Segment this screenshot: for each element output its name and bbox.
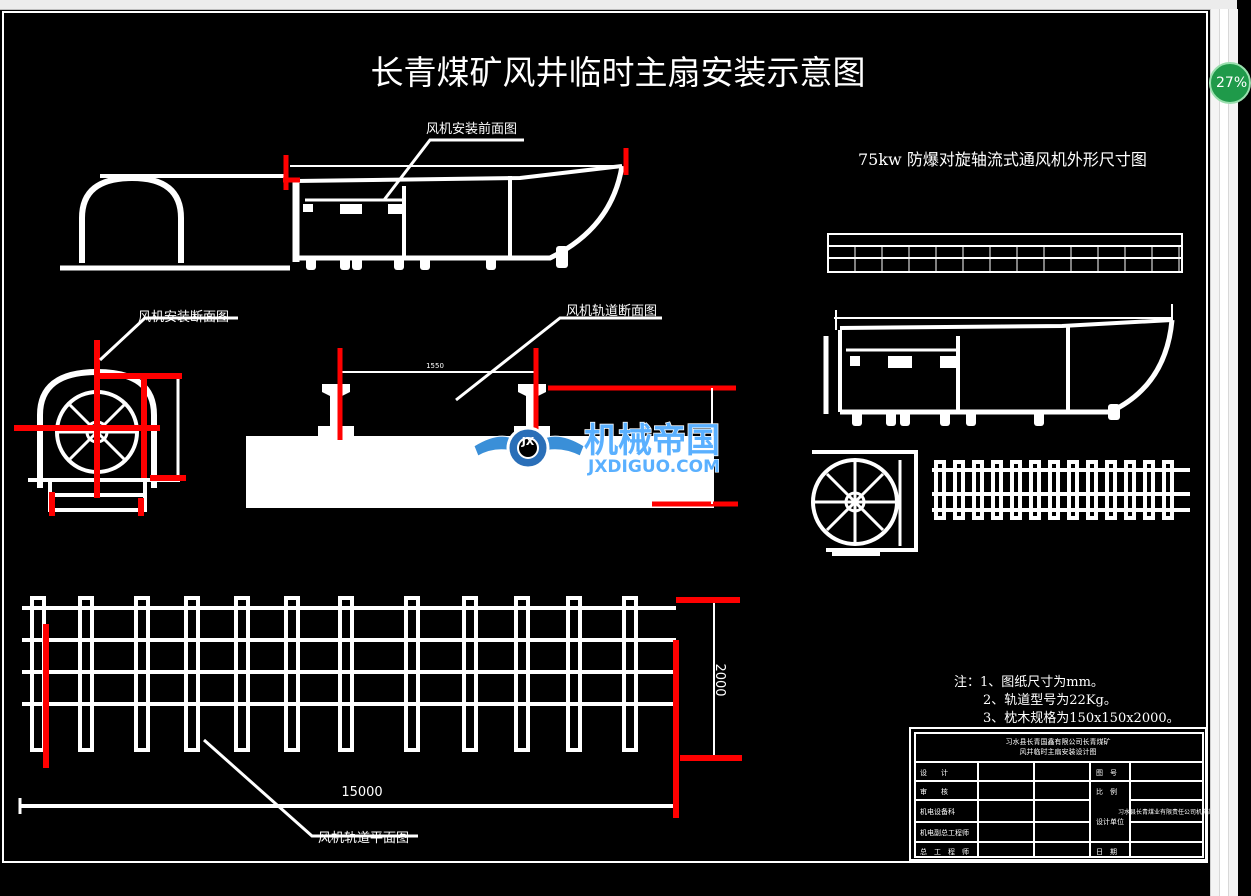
mini-sleeper (1124, 460, 1136, 520)
title-block-company: 习水县长青国鑫有限公司长青煤矿 (1006, 737, 1111, 746)
mini-sleeper (1010, 460, 1022, 520)
track-width-dim: 2000 (712, 663, 727, 696)
note-3: 3、枕木规格为150x150x2000。 (983, 710, 1180, 726)
mini-sleeper (953, 460, 965, 520)
rail-section-drawing: 1550 风机轨道断面图 (246, 304, 738, 508)
track-length-dim: 15000 (341, 785, 382, 800)
rail-section-label: 风机轨道断面图 (566, 304, 657, 319)
tb-drawing-no: 图 号 (1096, 769, 1117, 777)
mini-sleeper (1086, 460, 1098, 520)
tb-row-deputy: 机电副总工程师 (920, 828, 969, 837)
mini-sleeper (934, 460, 946, 520)
watermark-domain: JXDIGUO.COM (587, 457, 720, 477)
mini-sleeper (1162, 460, 1174, 520)
title-block-project: 风井临时主扇安装设计图 (1020, 747, 1097, 756)
fan-dims-label: 75kw 防爆对旋轴流式通风机外形尺寸图 (858, 150, 1147, 169)
zoom-indicator[interactable]: 27% (1209, 62, 1251, 104)
tb-date: 日 期 (1096, 848, 1117, 856)
watermark: JX 机械帝国 JXDIGUO.COM (473, 420, 721, 478)
mini-sleeper (1067, 460, 1079, 520)
section-view-drawing: 风机安装断面图 (14, 310, 238, 516)
mini-sleeper (1029, 460, 1041, 520)
fan-dimension-drawing: 75kw 防爆对旋轴流式通风机外形尺寸图 (811, 150, 1190, 556)
notes-block: 注：1、图纸尺寸为mm。 2、轨道型号为22Kg。 3、枕木规格为150x150… (954, 675, 1180, 726)
note-2: 2、轨道型号为22Kg。 (983, 693, 1117, 708)
mini-sleeper (1143, 460, 1155, 520)
tb-row-dept: 机电设备科 (920, 807, 955, 816)
bottom-bar (0, 866, 1210, 896)
tb-row-chief: 总 工 程 师 (920, 847, 969, 856)
note-1: 注：1、图纸尺寸为mm。 (954, 675, 1104, 690)
front-view-label: 风机安装前面图 (426, 121, 517, 137)
rail-gauge-dim: 1550 (426, 362, 444, 370)
title-block: 习水县长青国鑫有限公司长青煤矿 风井临时主扇安装设计图 设 计 审 核 机电设备… (909, 727, 1214, 861)
section-view-label: 风机安装断面图 (138, 310, 229, 325)
tb-row-review: 审 核 (920, 787, 948, 796)
vertical-scrollbar[interactable] (1219, 9, 1229, 896)
mini-sleeper (1105, 460, 1117, 520)
drawing-frame (2, 11, 1208, 863)
right-side-panel (1210, 9, 1238, 896)
mini-sleeper (991, 460, 1003, 520)
watermark-brand: 机械帝国 (584, 421, 720, 461)
rail-plan-label: 风机轨道平面图 (318, 831, 409, 846)
mini-sleeper (972, 460, 984, 520)
mini-sleeper (1048, 460, 1060, 520)
tb-design-unit-label: 设计单位 (1096, 817, 1124, 826)
cad-drawing-canvas: 长青煤矿风井临时主扇安装示意图 风机安装前面图 (2, 11, 1214, 863)
rail-plan-drawing: 15000 2000 风机轨道平面图 (18, 596, 742, 846)
drawing-title: 长青煤矿风井临时主扇安装示意图 (371, 53, 866, 92)
front-view-drawing: 风机安装前面图 (60, 121, 629, 271)
tb-design-unit: 习水县长青煤业有限责任公司机电部 (1118, 808, 1214, 816)
watermark-logo-letters: JX (521, 435, 535, 448)
tb-scale: 比 例 (1096, 787, 1117, 796)
window-top-strip (0, 0, 1237, 10)
tb-row-design: 设 计 (920, 768, 948, 777)
